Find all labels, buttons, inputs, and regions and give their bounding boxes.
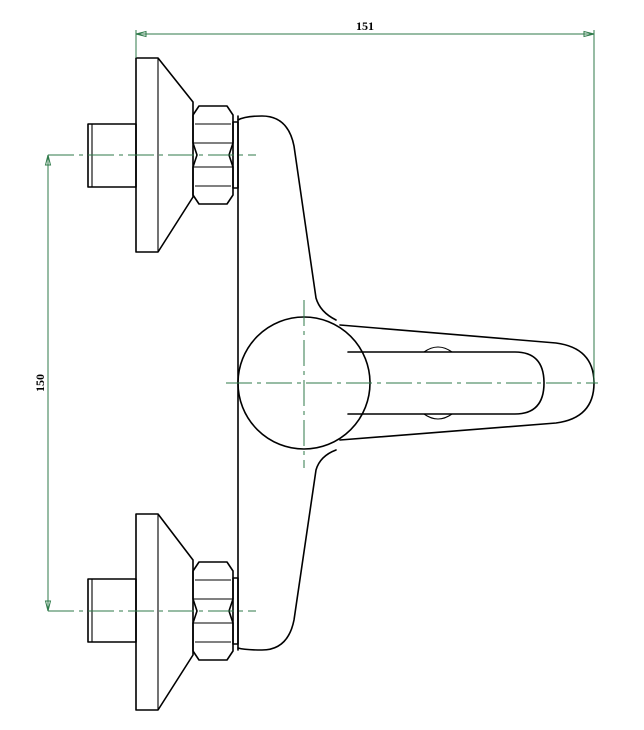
bottom-escutcheon-flange <box>135 513 194 711</box>
overall-width-label: 151 <box>356 19 374 33</box>
body-lower-arm <box>237 449 337 651</box>
center-lines <box>48 154 598 612</box>
bottom-inlet-connector <box>87 513 239 711</box>
lever-pivot-top <box>423 346 453 353</box>
overall-width-dimension: 151 <box>135 19 595 383</box>
body-upper-arm <box>237 115 337 321</box>
lever-pivot-bottom <box>423 413 453 420</box>
inlet-center-distance-dimension: 150 <box>33 154 52 612</box>
inlet-center-distance-label: 150 <box>33 374 47 392</box>
lever-inner-slot <box>347 351 545 415</box>
